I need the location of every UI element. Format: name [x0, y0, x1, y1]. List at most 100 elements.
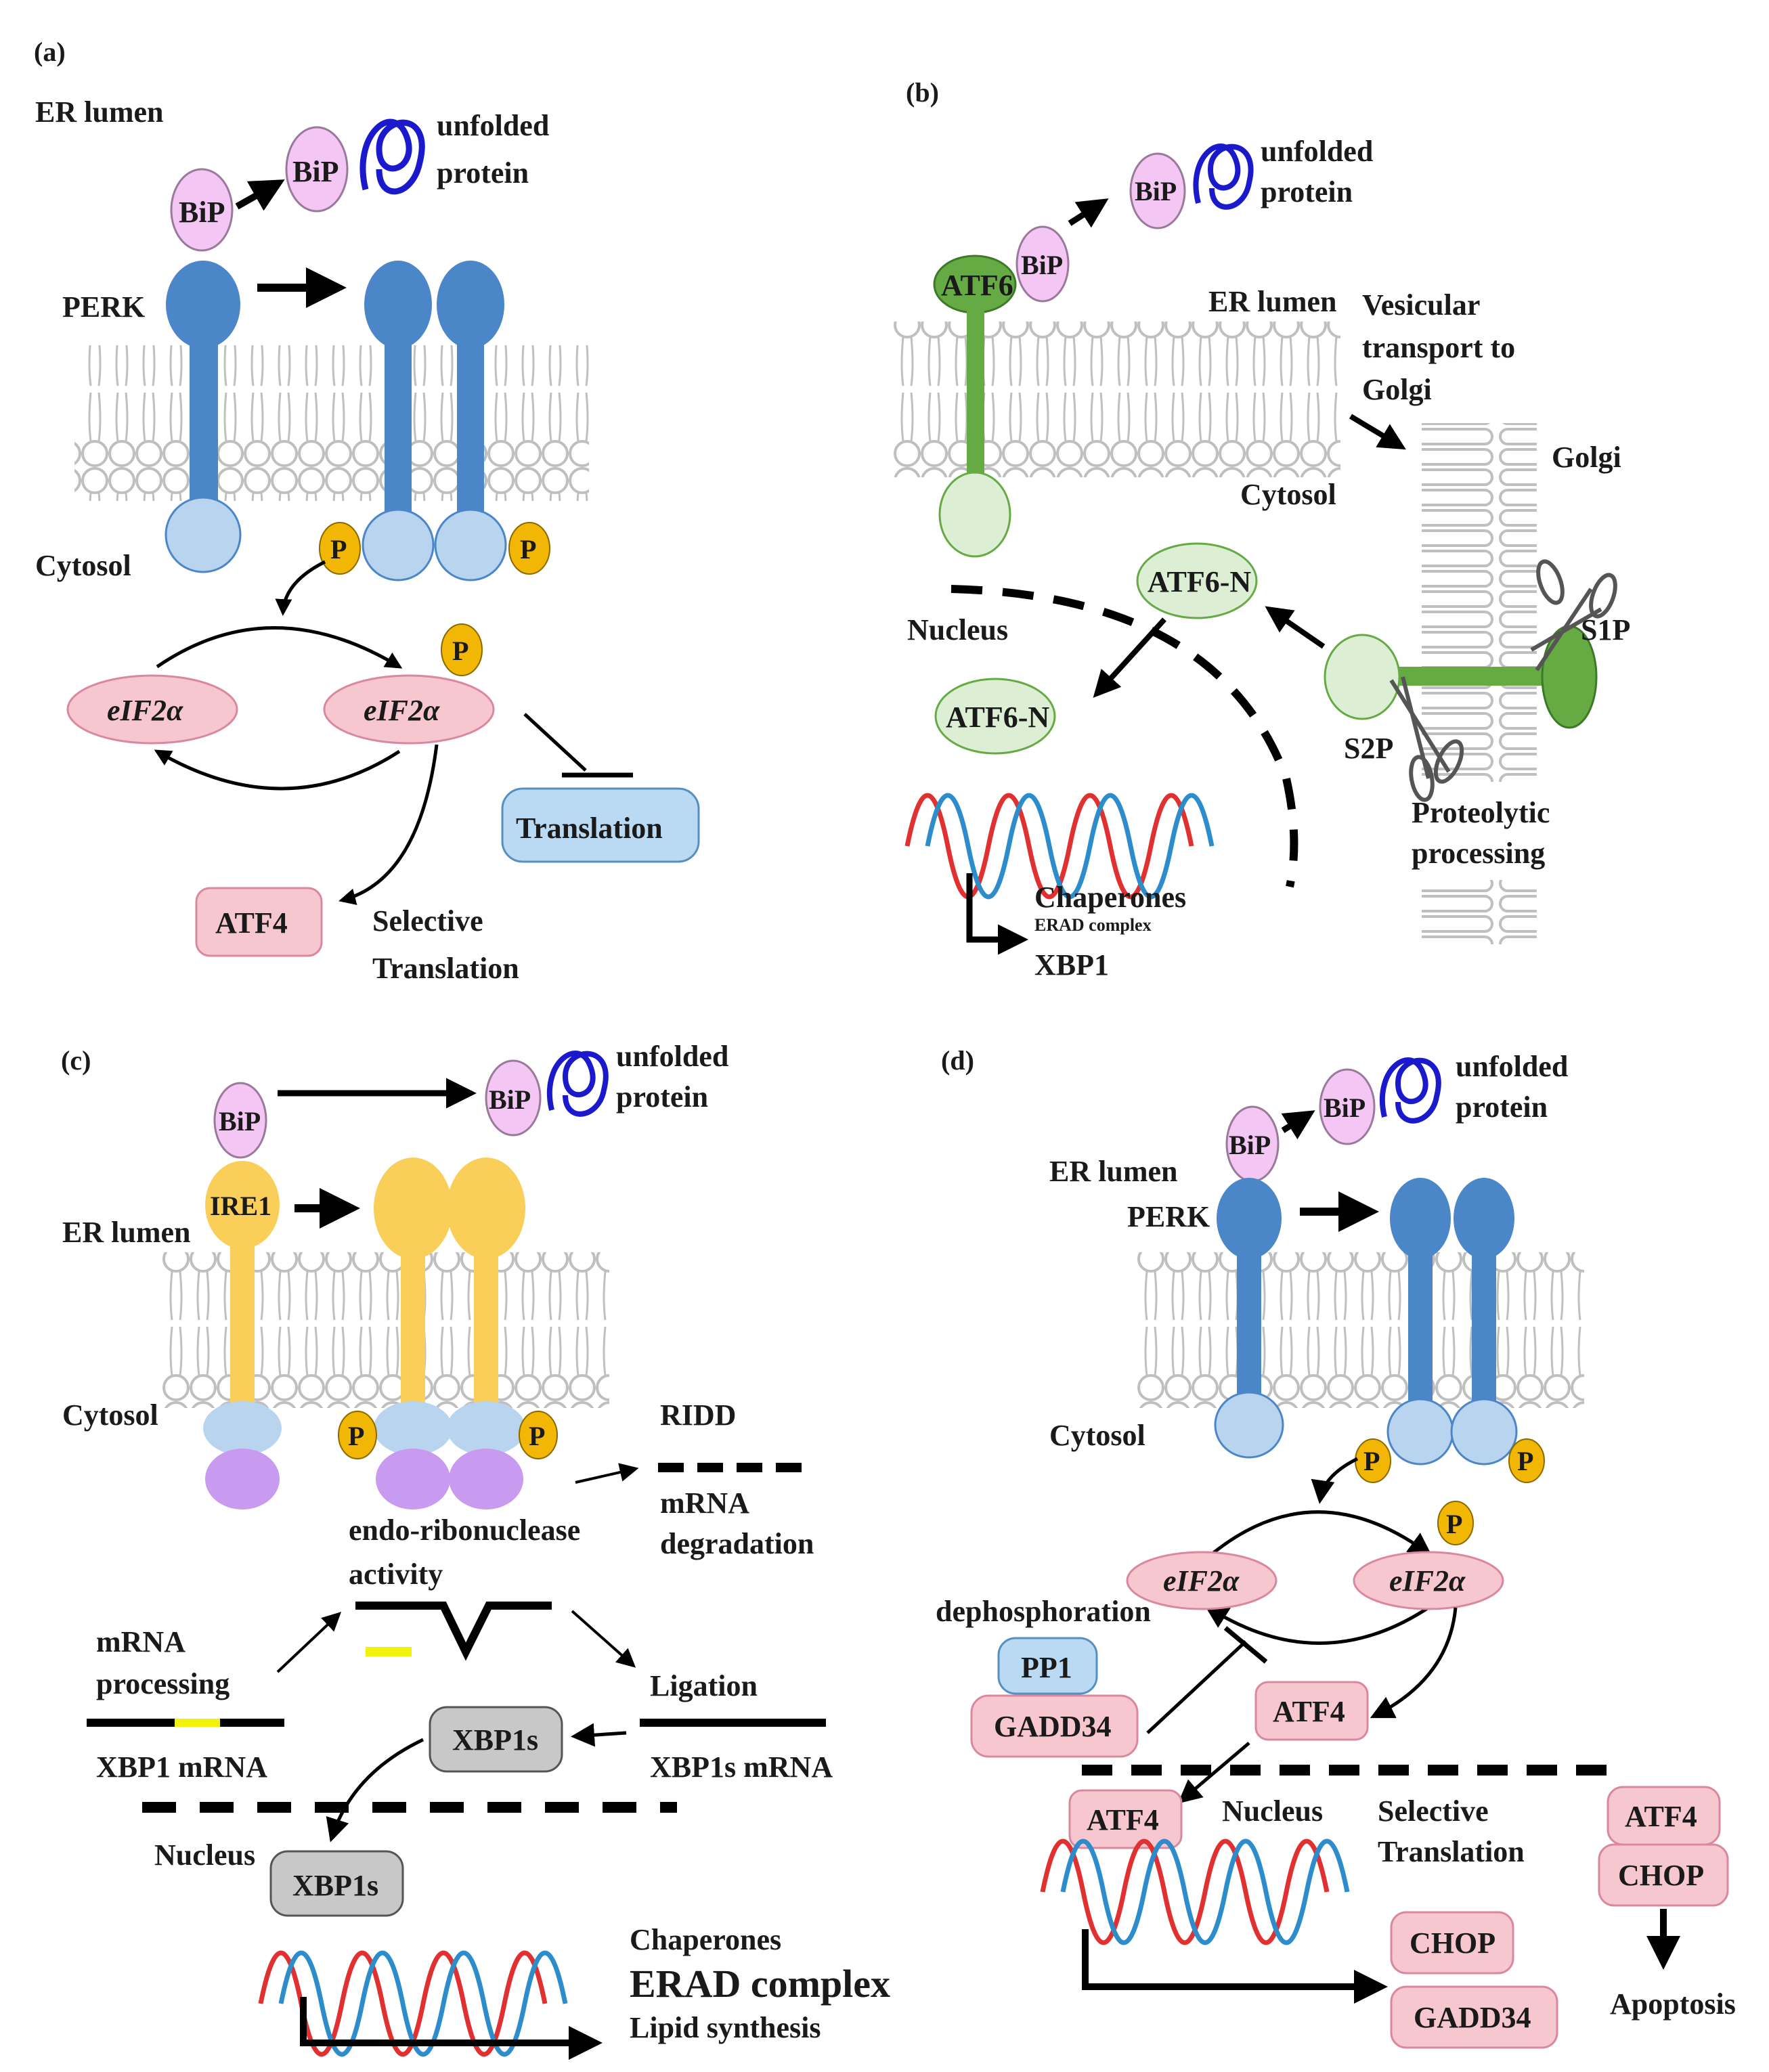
panel-c-label: (c): [61, 1045, 91, 1076]
atf4-box: [195, 887, 323, 957]
xbp1-mrna-label: XBP1 mRNA: [96, 1750, 267, 1784]
perk-dimer-2-kinase: [1450, 1398, 1518, 1465]
nucleus-label: Nucleus: [907, 613, 1008, 646]
ridd-label: RIDD: [660, 1398, 736, 1432]
endo-line2: activity: [349, 1558, 443, 1591]
spliced-mrna: [355, 1602, 552, 1661]
er-lumen-label: ER lumen: [62, 1216, 190, 1249]
panel-d: (d) BiP BiP unfolded protein ER lumen PE…: [936, 1045, 1736, 2049]
unfolded-line1: unfolded: [1456, 1050, 1568, 1083]
dephos-label: dephosphoration: [936, 1595, 1151, 1628]
vesicular-line1: Vesicular: [1362, 288, 1480, 322]
panel-b-label: (b): [906, 77, 939, 108]
perk-kinase: [1214, 1391, 1284, 1459]
phospho-icon: [1508, 1438, 1545, 1483]
translation-box: [501, 787, 700, 863]
ridd-arrow: [575, 1463, 639, 1484]
atf4-nuclear: [1068, 1789, 1183, 1849]
chop-side-box: [1598, 1843, 1729, 1907]
inhibition-line: [523, 713, 587, 772]
perk-dimer-1-tm: [385, 338, 412, 514]
p-label: P: [330, 534, 347, 565]
bip-label: BiP: [1021, 250, 1063, 280]
ire1-dimer-2-lumenal: [447, 1158, 525, 1259]
transcription-arrow: [300, 1997, 603, 2060]
transcription-arrow: [966, 873, 1028, 955]
proteolytic-line2: processing: [1412, 837, 1545, 870]
xbp1s-nuclear-label: XBP1s: [292, 1869, 378, 1902]
bip-free: [1319, 1068, 1376, 1145]
ire1-lumenal: [205, 1161, 280, 1249]
scissors-icon: [1389, 676, 1464, 802]
perk-label: PERK: [1127, 1200, 1210, 1233]
bip-release-arrow: [1281, 1110, 1315, 1140]
ire1-rnase: [205, 1449, 280, 1509]
phospho-icon: [319, 522, 361, 575]
phospho-icon: [508, 522, 550, 575]
vesicular-line3: Golgi: [1362, 373, 1432, 406]
eif2a-node: [1126, 1551, 1277, 1610]
er-lumen-label: ER lumen: [35, 95, 163, 129]
atf6-tm: [967, 308, 984, 477]
atf4-arrow: [338, 744, 439, 906]
endo-line1: endo-ribonuclease: [349, 1514, 580, 1547]
perk-dimer-1-kinase: [1386, 1398, 1454, 1465]
chop-label: CHOP: [1410, 1926, 1495, 1960]
bip-free-label: BiP: [1135, 176, 1177, 206]
bip-label: BiP: [179, 196, 225, 229]
selective-line2: Translation: [1378, 1835, 1525, 1868]
ire1-kinase: [203, 1401, 282, 1455]
lipid-label: Lipid synthesis: [630, 2011, 821, 2044]
bip-bound: [213, 1082, 267, 1159]
perk-lumenal-domain: [1217, 1178, 1282, 1259]
p-label: P: [348, 1421, 364, 1451]
p-label: P: [1517, 1446, 1533, 1476]
phospho-icon: [338, 1411, 377, 1459]
selective-line2: Translation: [372, 952, 519, 985]
s1p-label: S1P: [1581, 613, 1630, 646]
bip-label: BiP: [1229, 1130, 1271, 1160]
p-label: P: [452, 636, 468, 666]
transcription-arrow: [1082, 1929, 1388, 2004]
vesicular-arrow: [1349, 414, 1406, 450]
atf6n-label: ATF6-N: [1148, 565, 1251, 598]
p-label: P: [1446, 1509, 1462, 1539]
gadd34-nuclear-label: GADD34: [1414, 2001, 1531, 2034]
xbp1s-nuclear: [269, 1850, 404, 1917]
cytosol-label: Cytosol: [35, 549, 131, 582]
bip-bound: [170, 168, 234, 252]
cytosol-label: Cytosol: [1240, 478, 1336, 511]
erad-label: ERAD complex: [1034, 915, 1152, 935]
cytosol-label: Cytosol: [62, 1398, 158, 1432]
dna-helix: [904, 793, 1215, 900]
unfolded-protein-icon: [359, 118, 425, 195]
pp1-label: PP1: [1021, 1651, 1072, 1684]
chaperones-label: Chaperones: [1034, 881, 1186, 914]
golgi-label: Golgi: [1552, 441, 1621, 474]
perk-dimer-1-kinase: [362, 508, 435, 581]
bip-free-label: BiP: [292, 155, 338, 188]
perk-dimer-1-tm: [1408, 1249, 1433, 1411]
unfolded-line1: unfolded: [437, 109, 549, 142]
selective-line1: Selective: [1378, 1794, 1489, 1828]
bip-release-arrow: [1068, 198, 1109, 228]
perk-dimer-2-lumenal: [437, 261, 504, 349]
bip-free-label: BiP: [1324, 1093, 1366, 1123]
atf6-golgi-cytosolic: [1324, 634, 1401, 720]
bip-free: [285, 126, 349, 213]
inhibition-line: [1146, 1640, 1247, 1734]
cytosol-label: Cytosol: [1049, 1419, 1145, 1452]
phosphorylation-arrow: [275, 560, 326, 616]
atf6n-nuclear-label: ATF6-N: [946, 701, 1049, 734]
phosphorylation-arrow: [1311, 1457, 1359, 1504]
cycle-arrow-top: [156, 626, 403, 669]
p-label: P: [529, 1421, 545, 1451]
unfolded-line2: protein: [616, 1080, 708, 1114]
proteolytic-line1: Proteolytic: [1412, 796, 1550, 829]
xbp1s-protein: [429, 1706, 563, 1773]
perk-tm: [190, 338, 218, 514]
unfolded-protein-icon: [1379, 1057, 1441, 1124]
chaperones-label: Chaperones: [630, 1923, 781, 1956]
ire1-dimer-1-rnase: [376, 1449, 450, 1509]
